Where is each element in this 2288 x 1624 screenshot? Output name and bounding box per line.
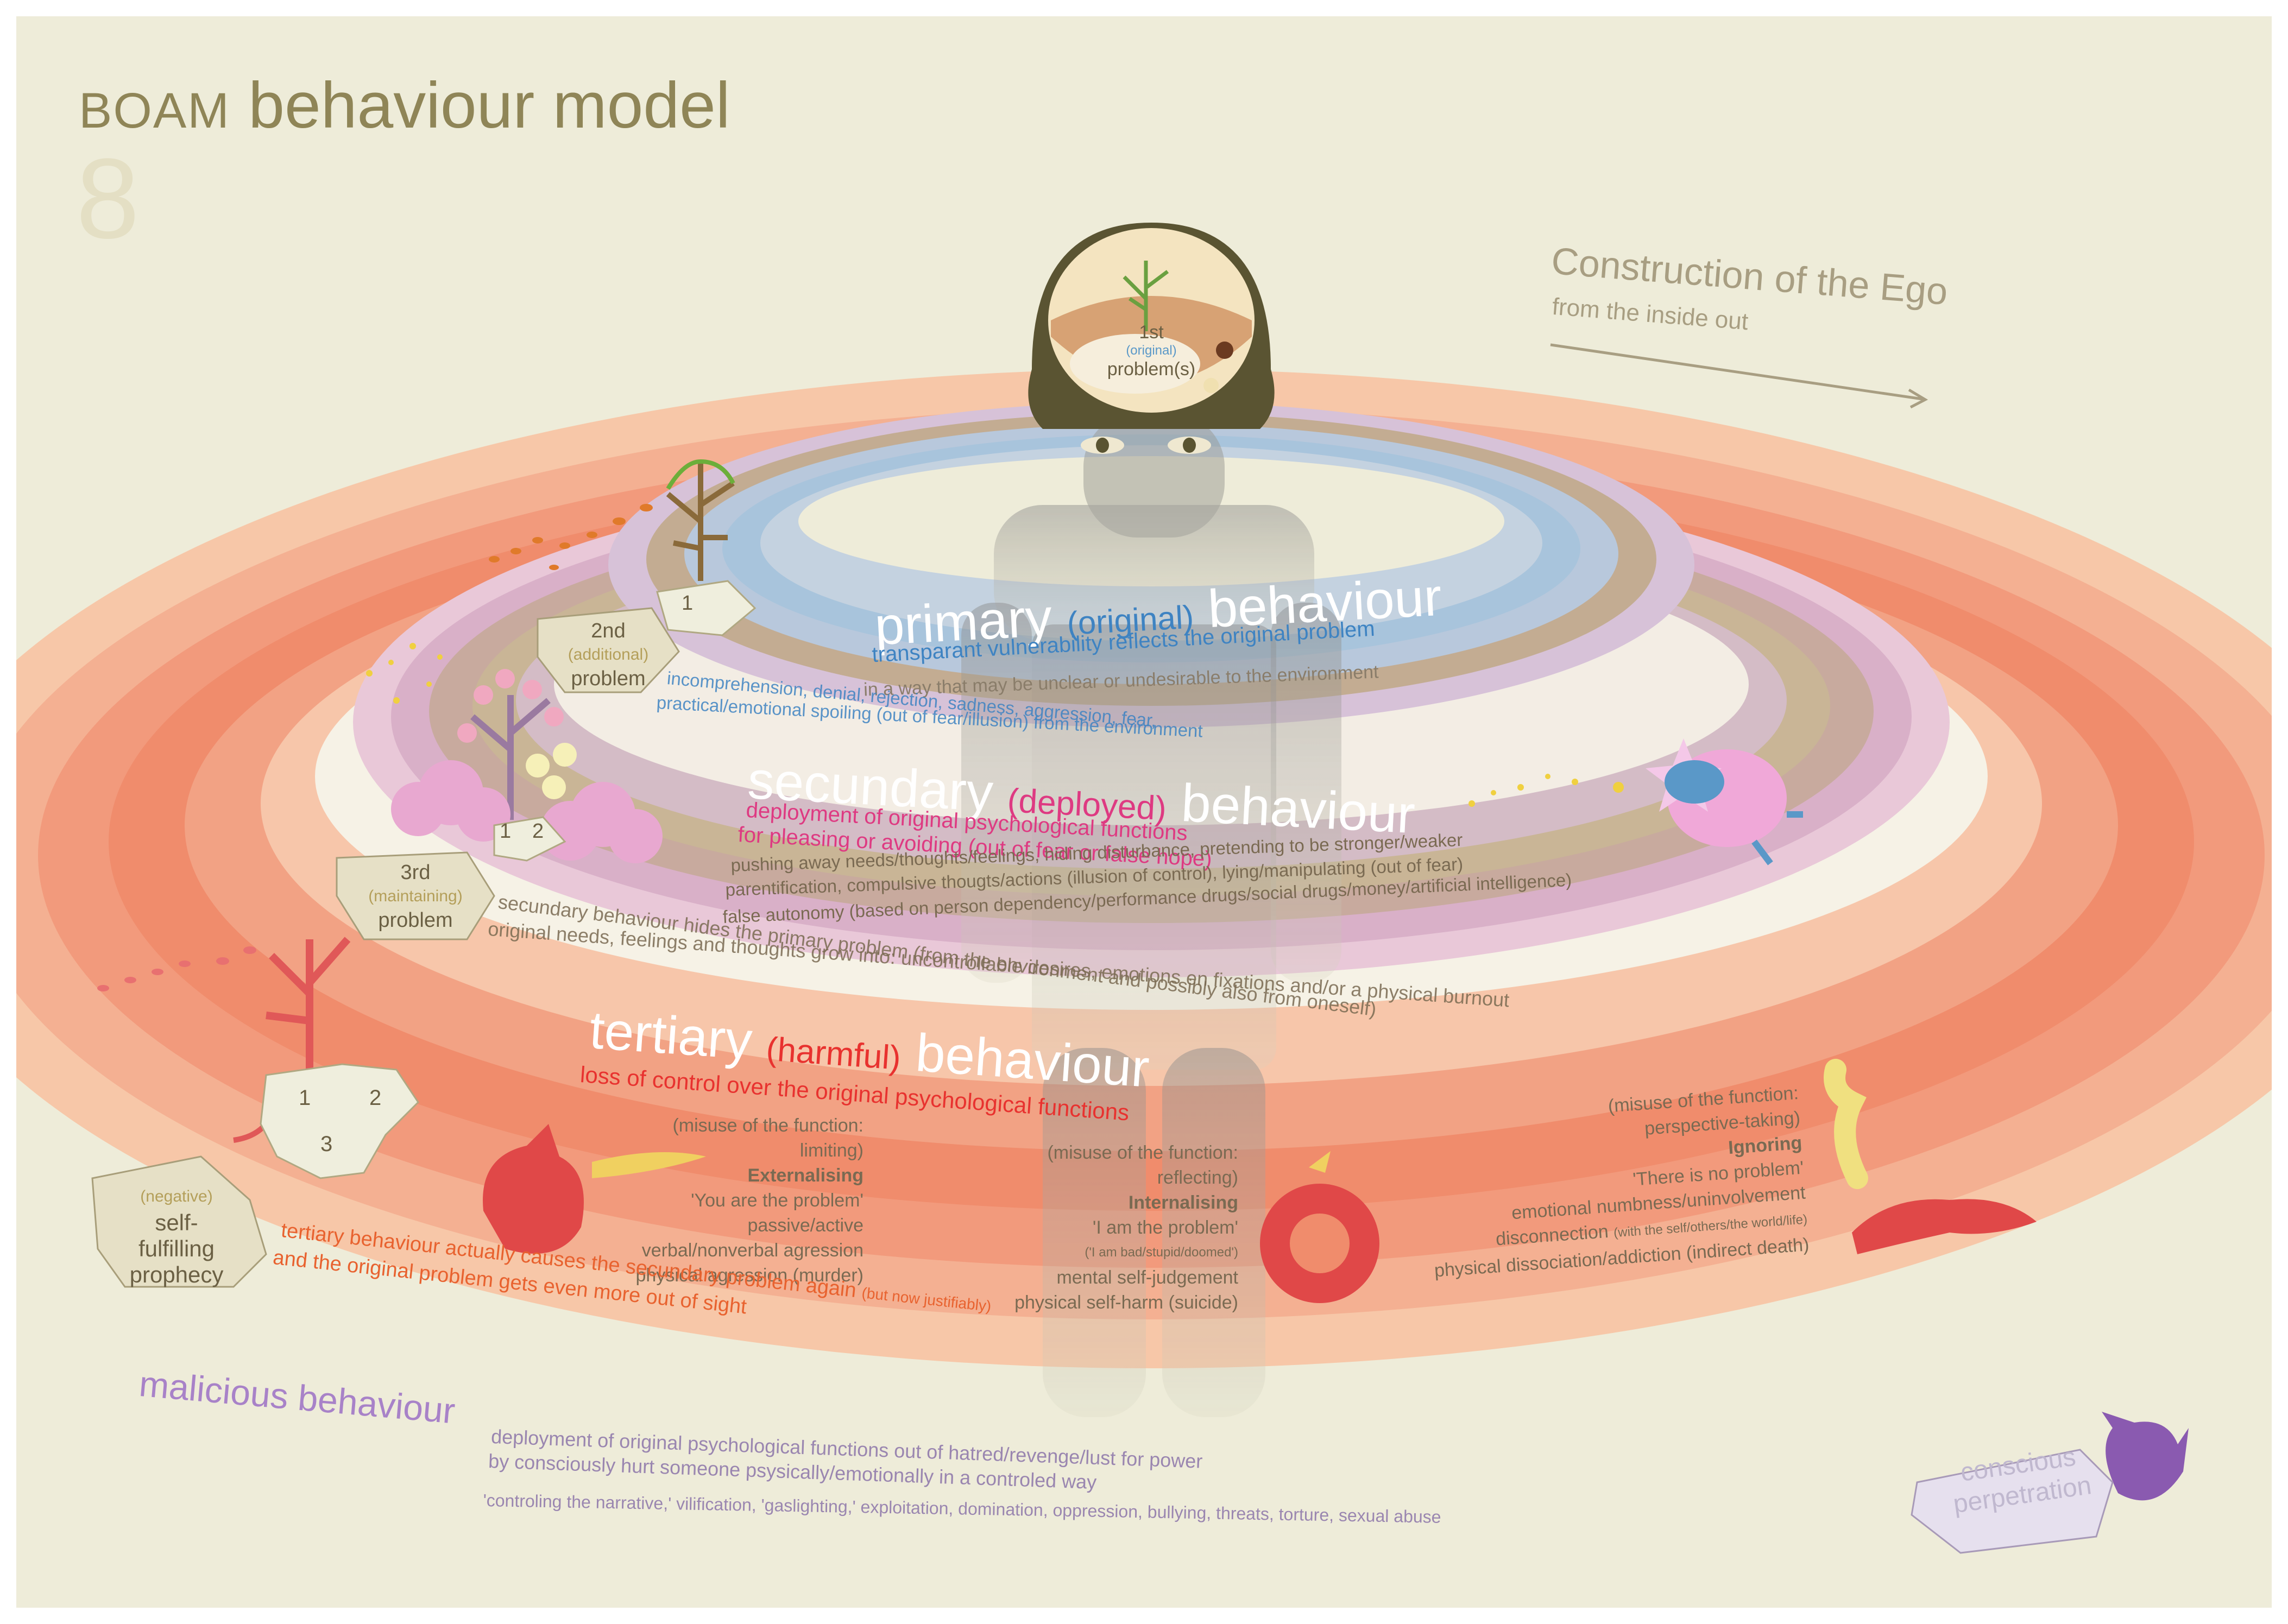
diagram-canvas: BOAM behaviour model 8 Construction of t…: [16, 16, 2272, 1608]
tree-green-icon: [666, 459, 735, 581]
reflecting-l4: 'I am the problem': [1092, 1217, 1238, 1238]
limiting-l3: Externalising: [747, 1165, 863, 1186]
reflecting-l1: (misuse of the function:: [1047, 1142, 1238, 1163]
falling-leaves-red: [97, 946, 256, 991]
stone-red-3: 3: [320, 1132, 333, 1156]
stone-mid-1: 1: [500, 820, 512, 843]
perspective-l6a: disconnection: [1495, 1221, 1609, 1250]
dragon-curled-icon: [1260, 1151, 1379, 1303]
person-body: [961, 413, 1341, 1417]
reflecting-l5: ('I am bad/stupid/doomed'): [1085, 1245, 1238, 1260]
limiting-l1: (misuse of the function:: [672, 1115, 863, 1136]
tree-blossom-icon: [457, 669, 577, 820]
construction-arrow: [1550, 343, 1928, 409]
head-line1: 1st: [1139, 322, 1164, 343]
reflecting-l2: reflecting): [1157, 1167, 1238, 1188]
stone-mid-2: 2: [532, 820, 544, 843]
falling-leaves-orange: [489, 504, 653, 570]
prophecy-line3: fulfilling: [138, 1236, 215, 1261]
tertiary-title-a: tertiary: [588, 999, 754, 1071]
tertiary-col-reflecting: (misuse of the function: reflecting) Int…: [945, 1140, 1238, 1315]
limiting-l6: verbal/nonverbal agression: [641, 1240, 863, 1261]
page-title: BOAM behaviour model: [79, 68, 730, 143]
stone-3rd: [336, 851, 495, 940]
stone-1-label: 1: [682, 592, 694, 615]
stone-prophecy-label: (negative) self- fulfilling prophecy: [109, 1184, 244, 1288]
reflecting-l7: physical self-harm (suicide): [1014, 1292, 1238, 1313]
brand-name: BOAM: [79, 83, 230, 138]
stone-2nd-line3: problem: [571, 667, 646, 690]
head-line3: problem(s): [1107, 359, 1196, 380]
purple-devil-icon: [2102, 1412, 2189, 1501]
tertiary-title-paren: (harmful): [765, 1030, 902, 1077]
sparkles-yellow: [366, 643, 1624, 807]
prophecy-line2: self-: [155, 1210, 198, 1235]
prophecy-line1: (negative): [140, 1187, 213, 1205]
stone-1-2-3-red: [260, 1063, 419, 1179]
stone-3rd-label: 3rd (maintaining) problem: [358, 861, 472, 932]
stone-2nd-line1: 2nd: [591, 620, 626, 642]
reflecting-l3: Internalising: [1128, 1192, 1238, 1213]
title-text: behaviour model: [248, 69, 730, 142]
reflecting-l6: mental self-judgement: [1056, 1267, 1238, 1288]
page-number: 8: [76, 135, 140, 262]
limiting-l2: limiting): [799, 1140, 863, 1161]
stone-3rd-line2: (maintaining): [368, 887, 463, 905]
stone-3rd-line3: problem: [378, 909, 453, 932]
stone-prophecy: [91, 1155, 267, 1288]
limiting-l7: physical agression (murder): [635, 1265, 864, 1286]
behaviour-rings-illustration: [16, 223, 2272, 1554]
dragon-smoke-icon: [1824, 1059, 2037, 1254]
stone-red-1: 1: [299, 1086, 311, 1110]
head-label: 1st (original) problem(s): [1097, 323, 1206, 378]
limiting-l4: 'You are the problem': [691, 1190, 863, 1211]
dragon-fire-icon: [483, 1124, 706, 1254]
stone-2nd: [537, 607, 680, 693]
stone-2nd-line2: (additional): [568, 646, 649, 663]
stone-2nd-label: 2nd (additional) problem: [554, 619, 663, 691]
stone-3rd-line1: 3rd: [400, 861, 431, 884]
star-creature-icon: [1646, 738, 1803, 865]
tertiary-col-limiting: (misuse of the function: limiting) Exter…: [592, 1113, 864, 1288]
prophecy-line4: prophecy: [129, 1262, 224, 1287]
head-line2: (original): [1126, 343, 1177, 358]
limiting-l5: passive/active: [747, 1215, 863, 1236]
head-icon: [1028, 223, 1275, 454]
stone-conscious: [1911, 1449, 2114, 1554]
stone-1-2-middle: [493, 816, 566, 862]
stone-red-2: 2: [369, 1086, 382, 1110]
tertiary-col-perspective: (misuse of the function: perspective-tak…: [1408, 1080, 1810, 1284]
stone-1: [656, 580, 757, 636]
